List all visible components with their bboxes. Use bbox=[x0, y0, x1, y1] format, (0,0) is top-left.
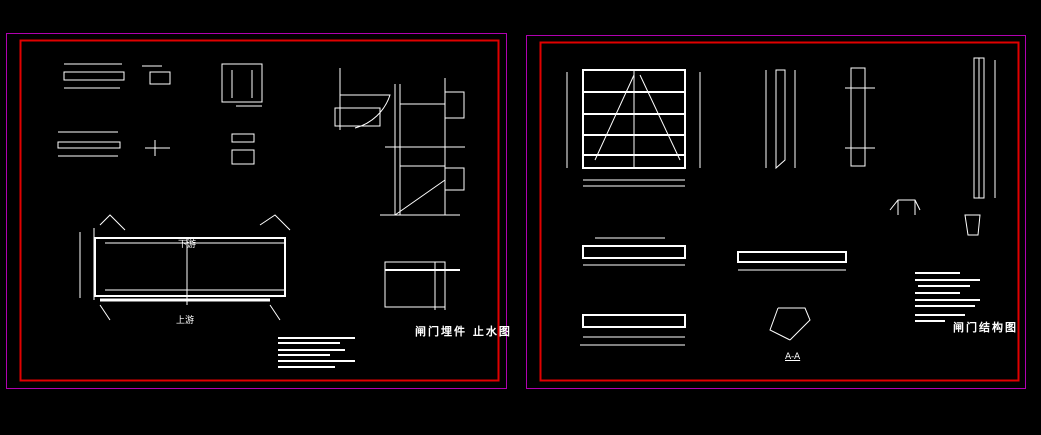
left-detail-embedded-parts bbox=[334, 68, 465, 216]
upstream-label: 上游 bbox=[176, 316, 195, 326]
left-detail-top-beams bbox=[57, 63, 263, 165]
left-sheet-outer-border bbox=[6, 33, 507, 389]
right-detail-beams bbox=[580, 237, 847, 346]
right-detail-gate-elevation bbox=[566, 69, 701, 187]
right-sheet-title: 闸门结构图 bbox=[953, 321, 1018, 334]
right-notes-block bbox=[915, 272, 980, 322]
left-notes-block bbox=[278, 337, 355, 368]
right-sheet-inner-border bbox=[539, 41, 1020, 382]
left-sheet-inner-border bbox=[19, 39, 500, 382]
downstream-label: 下游 bbox=[178, 240, 197, 250]
right-detail-side-views bbox=[765, 57, 996, 236]
left-sheet-title: 闸门埋件 止水图 bbox=[415, 325, 512, 338]
left-detail-plan bbox=[79, 214, 460, 321]
right-sheet-outer-border bbox=[526, 35, 1026, 389]
section-a-a-label: A-A bbox=[785, 352, 801, 362]
